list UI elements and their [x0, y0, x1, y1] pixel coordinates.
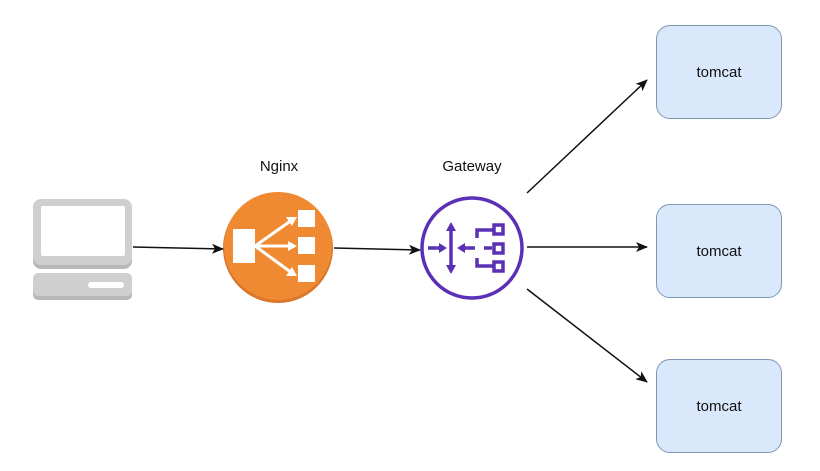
keyboard-slot — [88, 282, 124, 288]
lb-target-box-2 — [298, 237, 315, 254]
tomcat-server-label: tomcat — [696, 242, 742, 260]
tomcat-server-2[interactable]: tomcat — [656, 204, 782, 298]
tomcat-server-label: tomcat — [696, 397, 742, 415]
edges — [132, 79, 648, 383]
lb-source-box — [233, 229, 255, 263]
edge-client-nginx — [132, 243, 224, 254]
keyboard-base — [33, 273, 132, 296]
lb-target-box-1 — [298, 210, 315, 227]
tomcat-server-3[interactable]: tomcat — [656, 359, 782, 453]
desktop-computer-icon — [33, 199, 132, 300]
edge-gateway-tomcat-1 — [526, 79, 648, 194]
edge-nginx-gateway — [333, 244, 421, 255]
gateway-label: Gateway — [442, 158, 502, 175]
load-balancer-icon — [223, 192, 333, 303]
lb-target-box-3 — [298, 265, 315, 282]
tomcat-server-label: tomcat — [696, 63, 742, 81]
nginx-label: Nginx — [259, 158, 299, 175]
edge-gateway-tomcat-3 — [526, 288, 648, 383]
api-gateway-icon — [420, 196, 524, 300]
tomcat-server-1[interactable]: tomcat — [656, 25, 782, 119]
monitor-screen — [41, 206, 125, 256]
